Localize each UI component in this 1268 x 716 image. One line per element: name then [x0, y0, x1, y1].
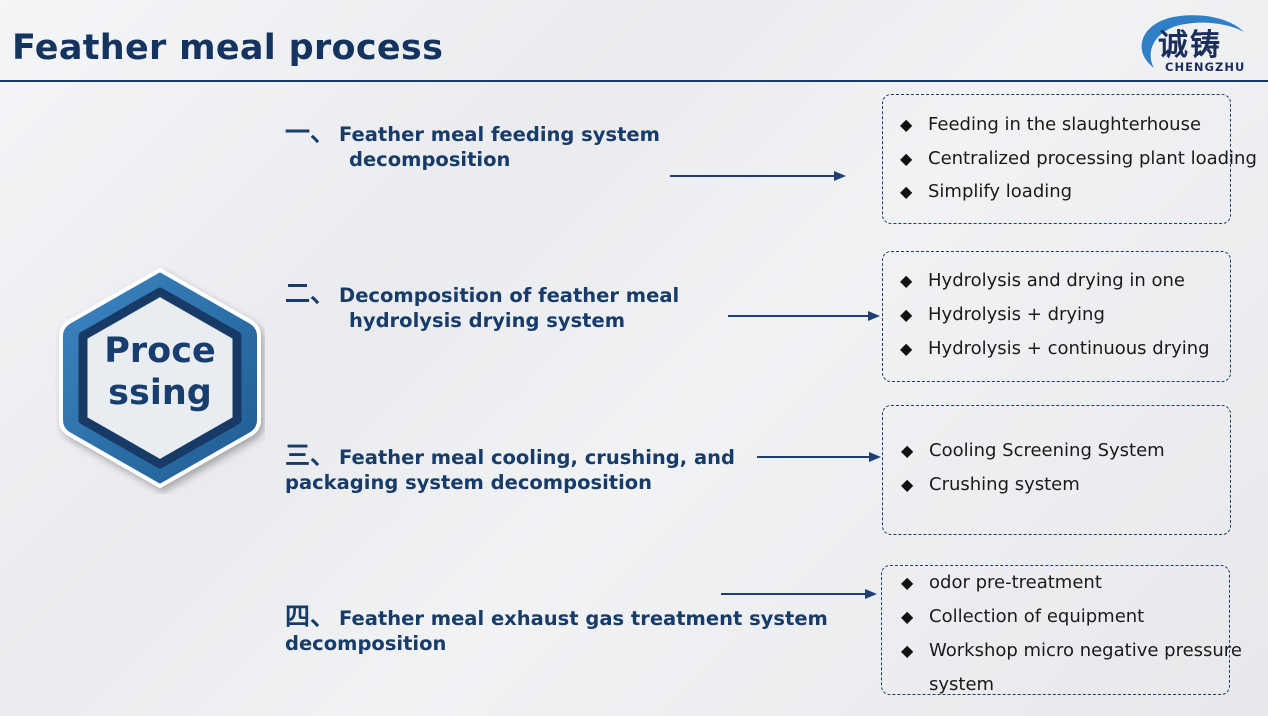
list-item: ◆Hydrolysis + drying	[900, 304, 1105, 325]
list-item: ◆odor pre-treatment	[901, 572, 1102, 593]
list-item: ◆Crushing system	[901, 474, 1080, 495]
diamond-bullet-icon: ◆	[901, 607, 914, 626]
diamond-bullet-icon: ◆	[901, 641, 914, 660]
bullet-box-1	[882, 94, 1231, 224]
bullet-box-2	[882, 251, 1231, 382]
list-item: ◆Collection of equipment	[901, 606, 1145, 627]
arrow-icon	[757, 452, 881, 462]
processing-hexagon: Proce ssing	[55, 262, 265, 494]
arrow-icon	[721, 589, 877, 599]
list-item: ◆Workshop micro negative pressure	[901, 640, 1242, 661]
hexagon-label: Proce ssing	[104, 331, 216, 413]
section-title-2: 二、Decomposition of feather meal hydrolys…	[285, 279, 680, 332]
logo-chinese-text: 诚铸	[1158, 28, 1222, 63]
diamond-bullet-icon: ◆	[901, 573, 914, 592]
hexagon-badge-icon	[59, 267, 261, 489]
list-item: ◆Hydrolysis + continuous drying	[900, 338, 1210, 359]
diamond-bullet-icon: ◆	[900, 115, 913, 134]
diamond-bullet-icon: ◆	[900, 305, 913, 324]
page-title: Feather meal process	[12, 28, 444, 68]
arrow-icon	[670, 171, 846, 181]
list-item: ◆Hydrolysis and drying in one	[900, 270, 1186, 291]
diamond-bullet-icon: ◆	[901, 475, 914, 494]
logo-english-text: CHENGZHU	[1165, 60, 1246, 74]
section-title-4: 四、Feather meal exhaust gas treatment sys…	[285, 602, 828, 655]
arrow-icon	[728, 311, 880, 321]
list-item: ◆Centralized processing plant loading	[900, 148, 1257, 169]
section-title-1: 一、Feather meal feeding system decomposit…	[285, 118, 660, 171]
diamond-bullet-icon: ◆	[900, 271, 913, 290]
company-logo: 诚铸 CHENGZHU	[1128, 10, 1256, 78]
diamond-bullet-icon: ◆	[901, 441, 914, 460]
bullet-box-4	[881, 565, 1230, 695]
list-item: ◆Cooling Screening System	[901, 440, 1165, 461]
list-item-continuation: system	[929, 674, 995, 695]
list-item: ◆Simplify loading	[900, 181, 1073, 202]
title-divider	[0, 80, 1268, 82]
bullet-box-3	[882, 405, 1231, 535]
logo-swoosh-icon	[1141, 15, 1244, 68]
list-item: ◆Feeding in the slaughterhouse	[900, 114, 1202, 135]
diamond-bullet-icon: ◆	[900, 339, 913, 358]
diamond-bullet-icon: ◆	[900, 149, 913, 168]
diamond-bullet-icon: ◆	[900, 182, 913, 201]
section-title-3: 三、Feather meal cooling, crushing, and pa…	[285, 441, 735, 494]
